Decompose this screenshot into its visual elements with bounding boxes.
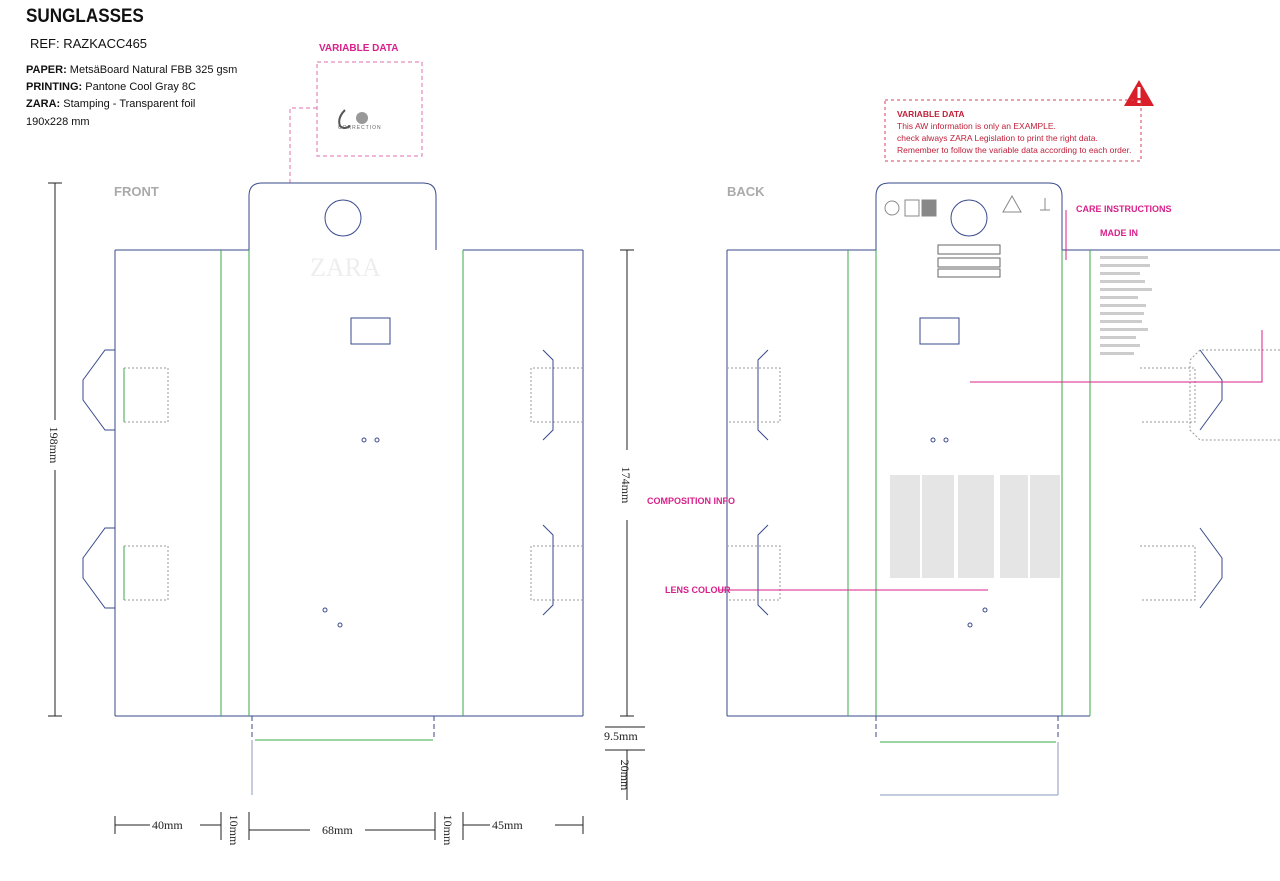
care-instructions-callout: CARE INSTRUCTIONS	[1076, 204, 1172, 214]
back-dieline	[718, 182, 1280, 796]
front-dieline: ZARA	[82, 182, 584, 795]
leader-line	[289, 107, 317, 183]
variable-data-label: VARIABLE DATA	[319, 43, 399, 54]
dim-body-height: 174mm	[619, 467, 633, 504]
warning-box	[884, 99, 1142, 162]
lens-colour-callout: LENS COLOUR	[665, 585, 731, 595]
reference: REF: RAZKACC465	[30, 36, 148, 51]
dim-glue-right: 10mm	[441, 815, 455, 846]
composition-info-callout: COMPOSITION INFO	[647, 496, 735, 506]
variable-data-box	[316, 61, 423, 157]
composition-table	[890, 475, 1060, 578]
dim-flap: 9.5mm	[604, 729, 638, 743]
dim-left: 40mm	[152, 818, 183, 832]
made-in-callout: MADE IN	[1100, 228, 1138, 238]
warning-note: VARIABLE DATA This AW information is onl…	[897, 109, 1132, 155]
back-label: BACK	[727, 184, 765, 199]
dim-glue-left: 10mm	[227, 815, 241, 846]
spec-stamping: ZARA: Stamping - Transparent foil	[26, 98, 196, 110]
logo-caption: CORRECTION	[338, 125, 382, 131]
logo-icon	[338, 109, 368, 129]
warning-icon	[1124, 80, 1154, 106]
spec-size: 190x228 mm	[26, 116, 90, 128]
dim-tab: 20mm	[618, 760, 632, 791]
care-symbols	[937, 244, 1001, 278]
brand-stamp: ZARA	[310, 253, 381, 282]
made-in-text-block	[1100, 256, 1152, 355]
recycling-icons	[884, 194, 1050, 217]
page-title: SUNGLASSES	[26, 6, 144, 27]
dim-center: 68mm	[322, 823, 353, 837]
dim-right: 45mm	[492, 818, 523, 832]
front-label: FRONT	[114, 184, 159, 199]
dim-total-height: 198mm	[47, 427, 61, 464]
spec-paper: PAPER: MetsäBoard Natural FBB 325 gsm	[26, 64, 238, 76]
dimension-lines	[48, 182, 645, 840]
spec-printing: PRINTING: Pantone Cool Gray 8C	[26, 81, 196, 93]
